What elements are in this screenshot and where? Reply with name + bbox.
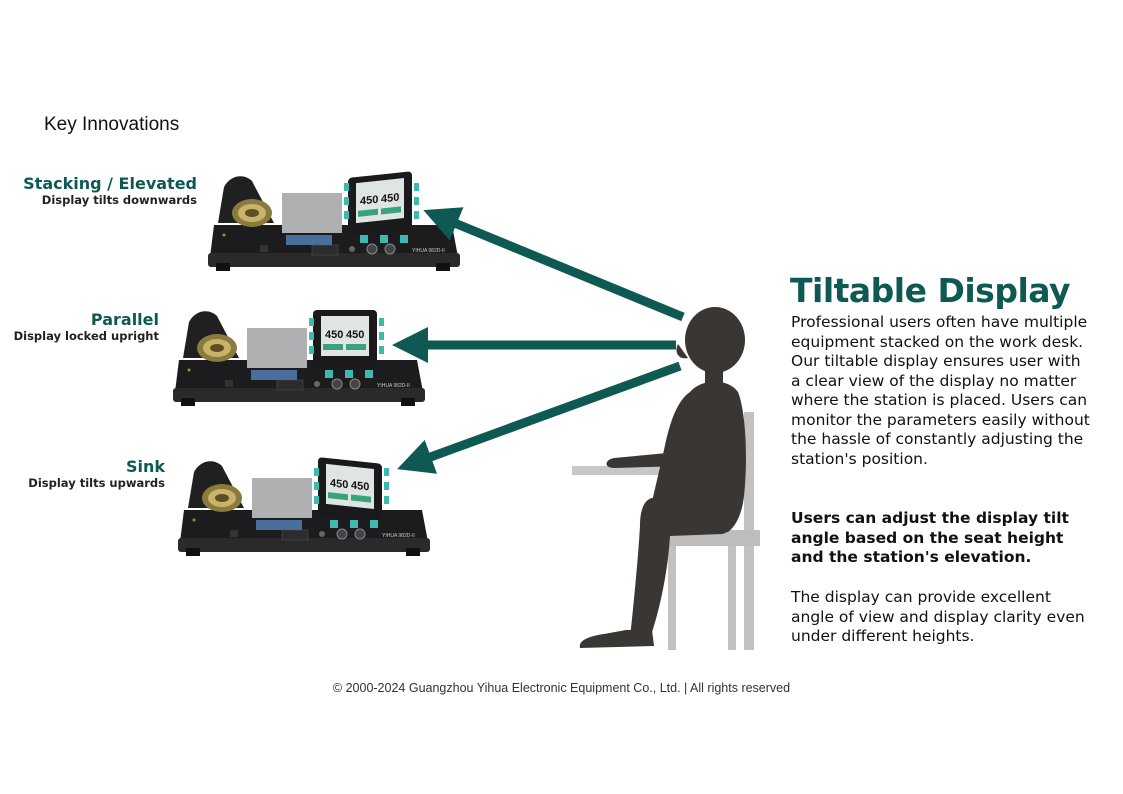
soldering-station-parallel-image: 450 450 YIHUA 982D-II	[165, 300, 427, 415]
footer-copyright: © 2000-2024 Guangzhou Yihua Electronic E…	[332, 681, 791, 695]
person-silhouette-image	[572, 307, 760, 650]
variant-name: Parallel	[90, 310, 159, 329]
variant-desc: Display tilts downwards	[41, 193, 197, 207]
display-reading-right: 450	[381, 192, 399, 206]
display-reading-right: 450	[346, 329, 364, 341]
display-reading-left: 450	[330, 477, 348, 491]
feature-paragraph-3: The display can provide excellent angle …	[791, 588, 1085, 645]
feature-paragraph-1: Professional users often have multiple e…	[791, 313, 1090, 468]
variant-name: Stacking / Elevated	[23, 174, 197, 193]
feature-headline: Tiltable Display	[790, 271, 1071, 310]
soldering-station-stacking-image: 450 450 YIHUA 982D-II	[200, 165, 462, 280]
variant-stacking: Stacking / Elevated Display tilts downwa…	[23, 174, 197, 208]
arrow-icon	[397, 361, 682, 474]
model-label: YIHUA 982D-II	[412, 248, 445, 254]
variant-desc: Display tilts upwards	[28, 476, 165, 490]
variant-parallel: Parallel Display locked upright	[13, 310, 159, 344]
display-reading-left: 450	[325, 329, 343, 341]
variant-sink: Sink Display tilts upwards	[28, 457, 165, 491]
feature-paragraph-2: Users can adjust the display tilt angle …	[791, 509, 1069, 566]
arrow-icon	[423, 207, 685, 322]
display-reading-right: 450	[351, 480, 369, 494]
section-title: Key Innovations	[44, 114, 180, 135]
variant-desc: Display locked upright	[13, 329, 159, 343]
display-reading-left: 450	[360, 194, 378, 208]
model-label: YIHUA 982D-II	[382, 533, 415, 539]
variant-name: Sink	[125, 457, 165, 476]
soldering-station-sink-image: 450 450 YIHUA 982D-II	[170, 450, 432, 565]
model-label: YIHUA 982D-II	[377, 383, 410, 389]
